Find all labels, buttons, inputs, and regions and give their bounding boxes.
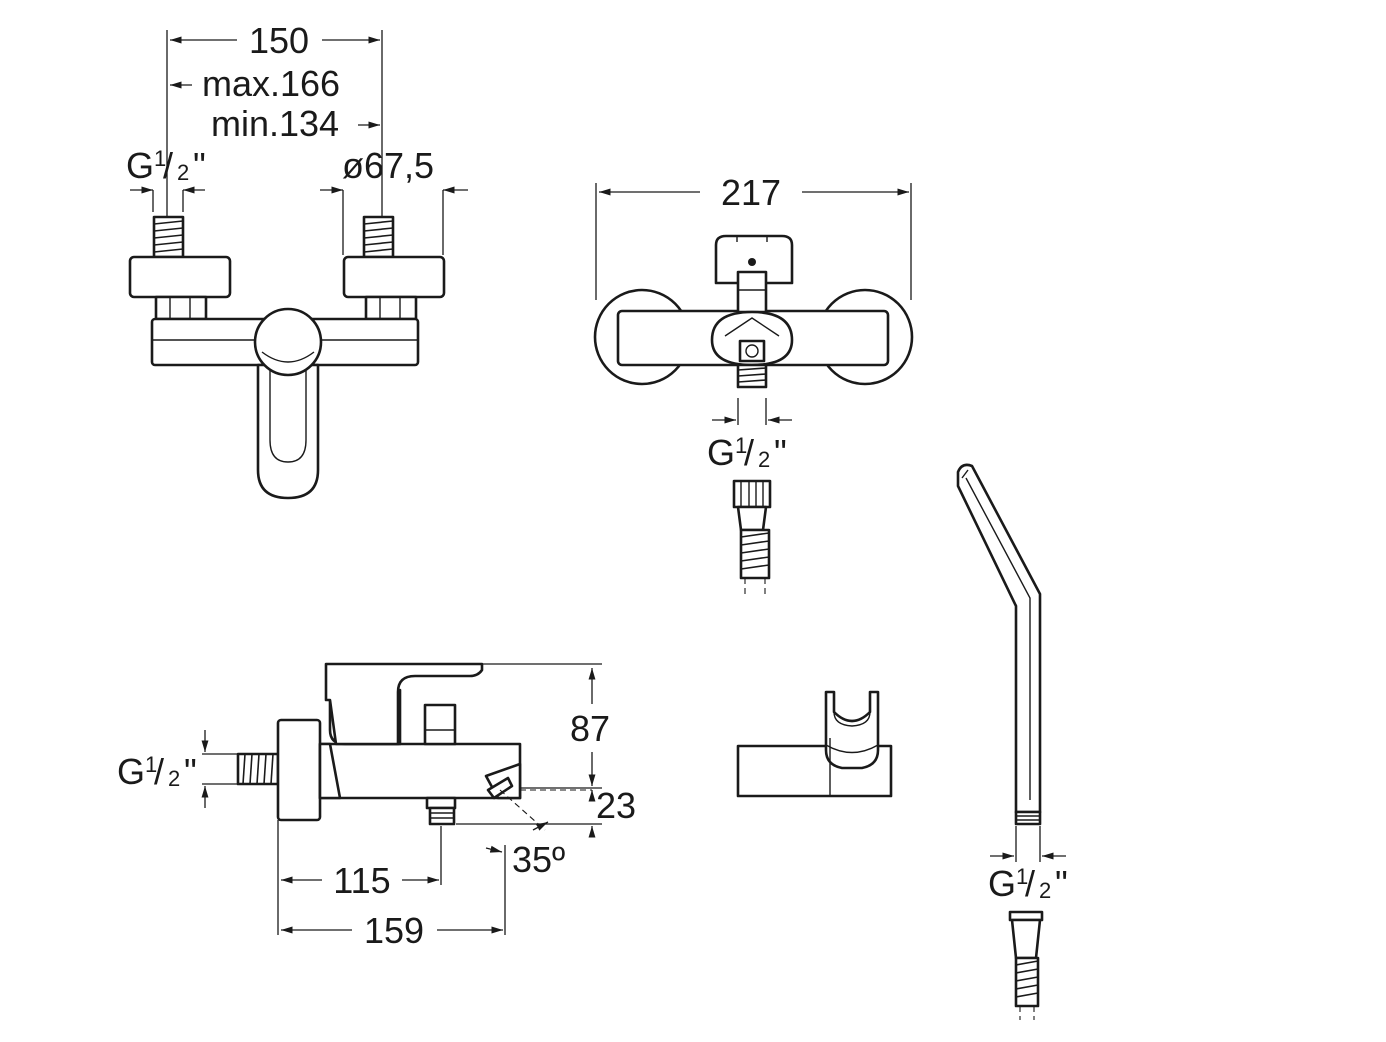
thread-label-shower: G 1 / 2 " [988,863,1068,904]
dim-150-label: 150 [249,20,309,61]
svg-text:G: G [707,432,735,473]
thread-label-side: G 1 / 2 " [117,751,197,792]
shower-holder-bracket [736,690,893,798]
svg-text:G: G [988,863,1016,904]
hose-cone-end [1008,910,1044,1020]
hose-end-nut [732,479,772,596]
side-view-mixer [201,662,602,935]
svg-text:G: G [117,751,145,792]
thread-den: 2 [177,160,189,185]
dim-87-label: 87 [570,708,610,749]
dim-217-label: 217 [721,172,781,213]
dim-min-134-label: min.134 [211,103,339,144]
hand-shower [956,463,1066,862]
svg-text:": " [774,432,787,473]
svg-text:/: / [163,145,173,186]
svg-text:": " [184,751,197,792]
thread-inch: " [193,145,206,186]
dim-23-label: 23 [596,785,636,826]
svg-text:2: 2 [1039,878,1051,903]
thread-label-top-left: G 1 / 2 " [126,145,206,186]
dim-159-label: 159 [364,910,424,951]
thread-letter: G [126,145,154,186]
svg-text:2: 2 [758,447,770,472]
dim-max-166-label: max.166 [202,63,340,104]
svg-text:/: / [744,432,754,473]
top-view-mixer [593,183,914,425]
svg-text:/: / [1025,863,1035,904]
thread-label-top-right: G 1 / 2 " [707,432,787,473]
svg-text:": " [1055,863,1068,904]
svg-text:1: 1 [735,433,747,458]
dim-diameter-label: ø67,5 [342,145,434,186]
dim-115-label: 115 [333,860,390,901]
svg-text:/: / [154,751,164,792]
front-view-mixer [128,30,468,500]
dim-35-angle-label: 35º [512,839,565,880]
svg-text:1: 1 [145,752,157,777]
svg-text:1: 1 [1016,864,1028,889]
thread-num: 1 [154,146,166,171]
svg-text:2: 2 [168,766,180,791]
